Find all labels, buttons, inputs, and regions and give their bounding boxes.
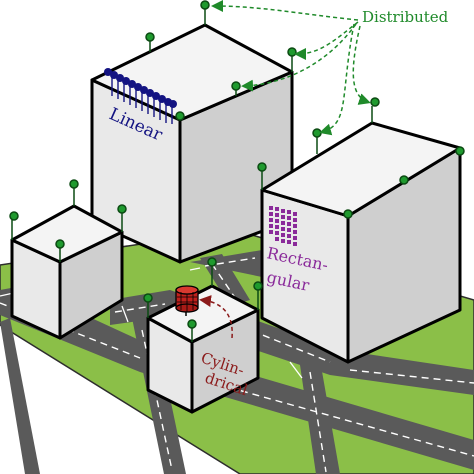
antenna-icon — [312, 128, 322, 154]
antenna-icon — [455, 146, 465, 156]
antenna-icon — [287, 47, 297, 72]
antenna-icon — [55, 239, 65, 262]
antenna-icon — [399, 175, 409, 185]
antenna-icon — [343, 209, 353, 219]
antenna-icon — [253, 281, 263, 310]
cylindrical-array-icon — [175, 285, 199, 316]
linear-array-icon — [104, 68, 177, 124]
antenna-icon — [175, 111, 185, 121]
antenna-icon — [117, 204, 127, 232]
rectangular-array-icon — [269, 206, 297, 246]
antenna-icon — [9, 211, 19, 240]
cylindrical-arrow — [199, 295, 233, 339]
distributed-arrows — [211, 0, 371, 136]
antenna-icon — [257, 162, 267, 190]
distributed-label: Distributed — [362, 8, 449, 26]
distributed-antennas — [9, 0, 465, 342]
antenna-icon — [200, 0, 210, 25]
antenna-icon — [143, 293, 153, 318]
antenna-icon — [145, 32, 155, 52]
antenna-icon — [370, 97, 380, 123]
building-small-left — [10, 204, 124, 340]
antenna-icon — [187, 319, 197, 342]
antenna-icon — [69, 179, 79, 206]
building-cylindrical — [146, 284, 260, 414]
antenna-icon — [231, 81, 241, 96]
antenna-icon — [207, 257, 217, 286]
